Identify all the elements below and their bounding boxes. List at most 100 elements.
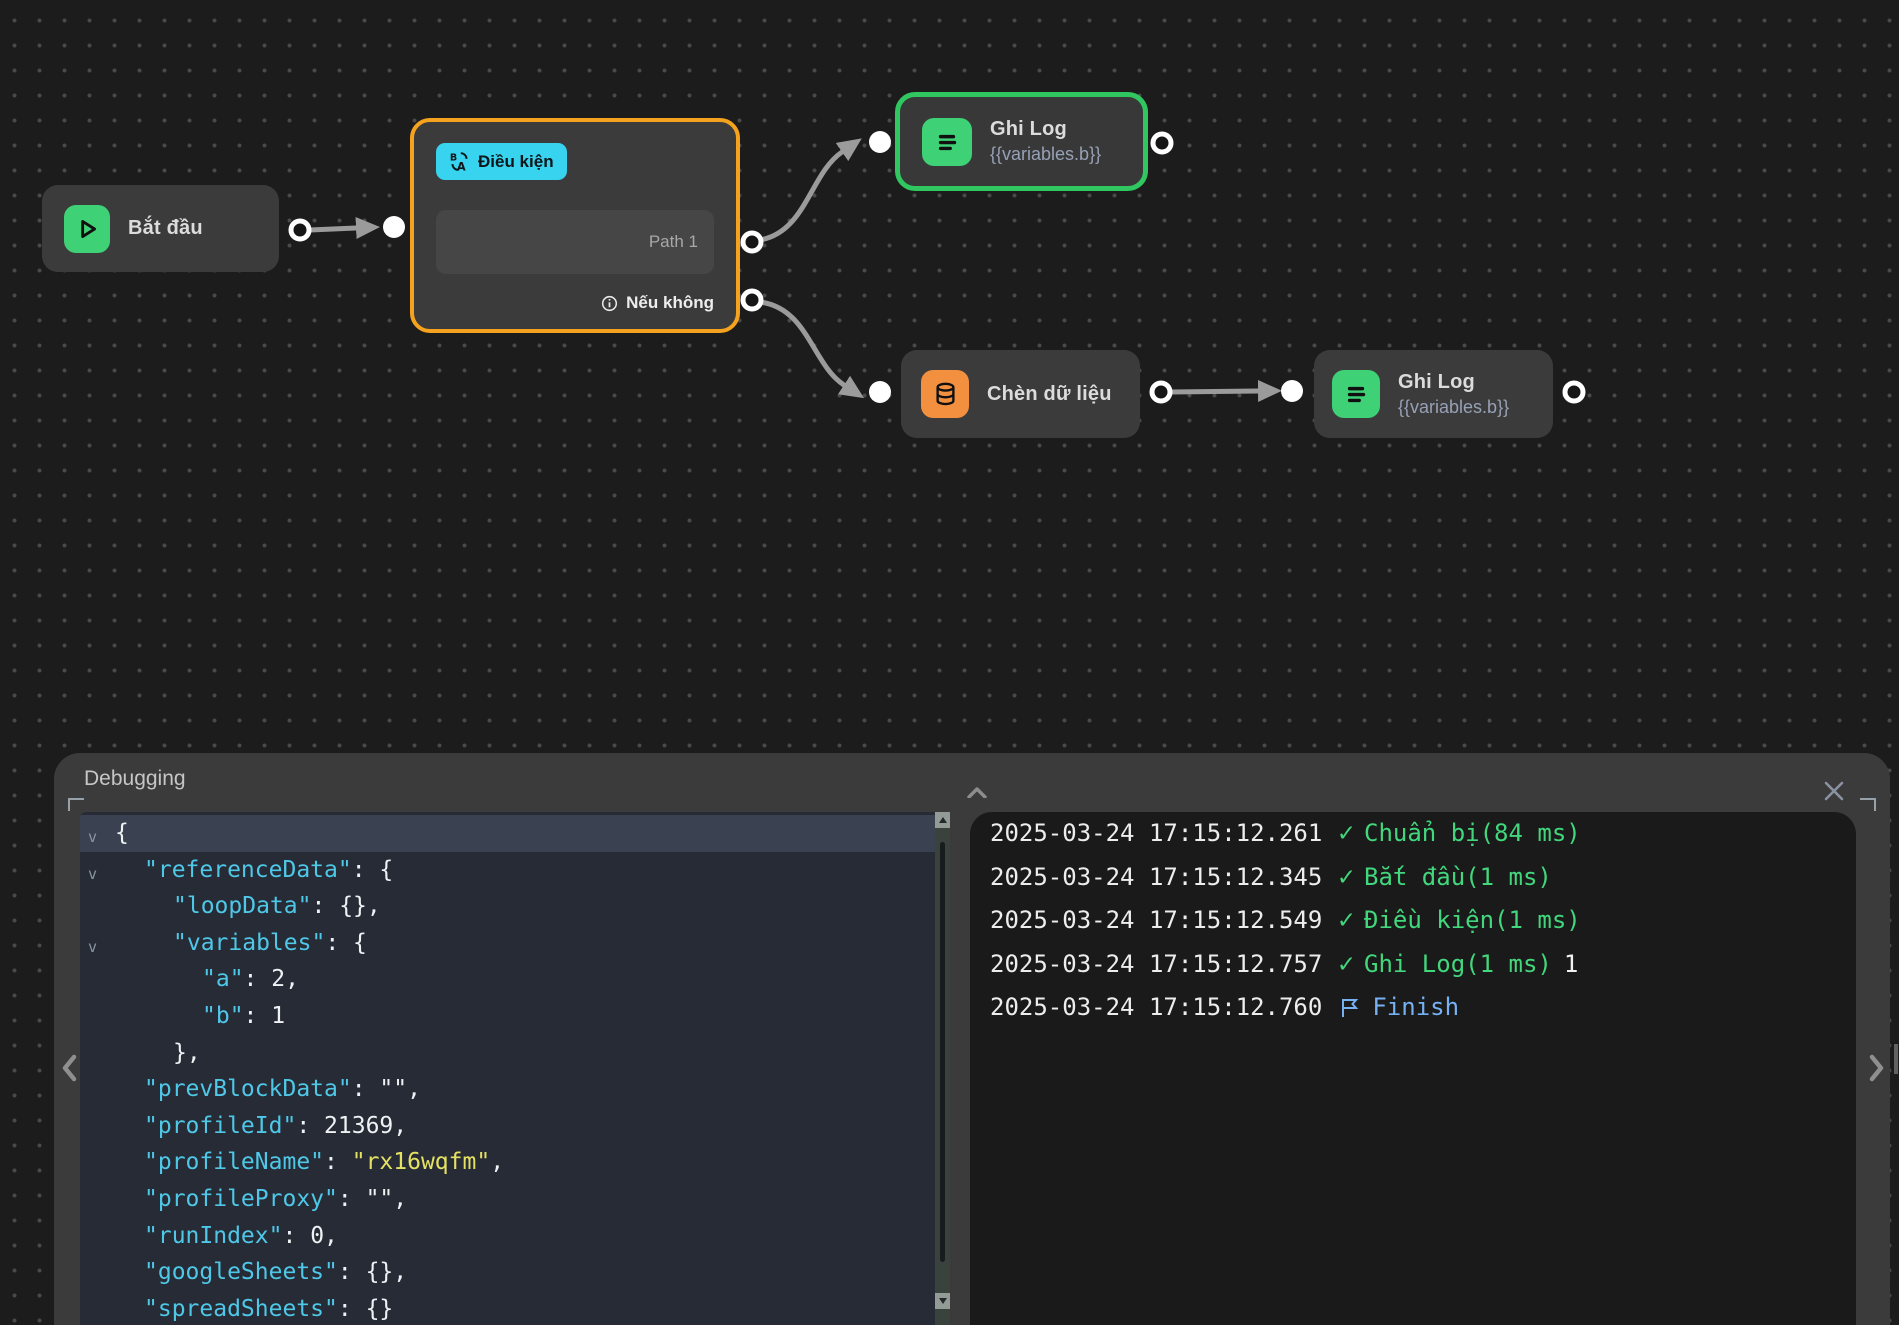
resize-corner-topleft[interactable]	[68, 798, 84, 811]
log-line: 2025-03-24 17:15:12.760 Finish	[990, 986, 1581, 1030]
run-log-viewer[interactable]: 2025-03-24 17:15:12.261✓Chuẩn bị(84 ms)2…	[970, 812, 1856, 1325]
port-condition-else-output[interactable]	[743, 291, 761, 309]
log-line: 2025-03-24 17:15:12.345 ✓Bắt đầu(1 ms)	[990, 856, 1581, 900]
collapse-arrow-icon[interactable]: v	[88, 856, 97, 893]
log-line: 2025-03-24 17:15:12.261 ✓Chuẩn bị(84 ms)	[990, 812, 1581, 856]
port-log-bottom-input[interactable]	[1281, 380, 1303, 402]
port-log-top-output[interactable]	[1153, 134, 1171, 152]
json-code: "referenceData": {	[80, 857, 393, 883]
scrollbar-thumb[interactable]	[940, 842, 945, 1262]
json-line[interactable]: "a": 2,	[80, 961, 935, 998]
json-code: "profileId": 21369,	[80, 1113, 407, 1139]
port-condition-input[interactable]	[383, 216, 405, 238]
log-timestamp: 2025-03-24 17:15:12.549	[990, 899, 1322, 943]
scrollbar-up-button[interactable]	[935, 812, 950, 828]
check-icon: ✓	[1338, 856, 1354, 900]
arrow-down-icon	[939, 1298, 947, 1304]
check-icon: ✓	[1338, 812, 1354, 856]
check-icon: ✓	[1338, 899, 1354, 943]
condition-badge[interactable]: B A Điều kiện	[436, 143, 567, 180]
window-scrollbar-thumb[interactable]	[1894, 1044, 1898, 1074]
collapse-arrow-icon[interactable]: v	[88, 819, 97, 856]
close-panel-button[interactable]	[1818, 775, 1850, 807]
node-log-top[interactable]: Ghi Log {{variables.b}}	[895, 92, 1148, 191]
log-step-label: Ghi Log(1 ms)	[1364, 943, 1552, 987]
collapse-panel-button[interactable]	[959, 779, 995, 805]
port-log-bottom-output[interactable]	[1565, 383, 1583, 401]
collapse-arrow-icon[interactable]: v	[88, 929, 97, 966]
json-line[interactable]: "profileName": "rx16wqfm",	[80, 1144, 935, 1181]
database-icon	[921, 370, 969, 418]
log-lines: 2025-03-24 17:15:12.261✓Chuẩn bị(84 ms)2…	[990, 812, 1581, 1030]
json-code: "loopData": {},	[80, 893, 381, 919]
json-line[interactable]: "googleSheets": {},	[80, 1254, 935, 1291]
close-icon	[1822, 779, 1846, 803]
condition-else-row[interactable]: Nếu không	[601, 293, 714, 313]
node-log-top-subtitle: {{variables.b}}	[990, 144, 1101, 165]
json-code: "profileName": "rx16wqfm",	[80, 1149, 504, 1175]
log-line: 2025-03-24 17:15:12.549 ✓Điều kiện(1 ms)	[990, 899, 1581, 943]
arrow-up-icon	[939, 817, 947, 823]
wire-insert-to-log	[1171, 391, 1258, 392]
resize-corner-topright[interactable]	[1860, 798, 1876, 811]
json-line[interactable]: },	[80, 1035, 935, 1072]
condition-path-row[interactable]: Path 1	[436, 210, 714, 274]
json-code: },	[80, 1040, 201, 1066]
svg-text:A: A	[457, 160, 466, 172]
condition-path-label: Path 1	[649, 232, 698, 252]
port-start-output[interactable]	[291, 221, 309, 239]
json-line[interactable]: "loopData": {},	[80, 888, 935, 925]
scrollbar-down-button[interactable]	[935, 1293, 950, 1309]
scroll-left-chevron[interactable]	[59, 1053, 81, 1083]
log-timestamp: 2025-03-24 17:15:12.345	[990, 856, 1322, 900]
port-insert-output[interactable]	[1152, 383, 1170, 401]
debug-panel: Debugging v{v"referenceData": {"loopData…	[54, 753, 1890, 1325]
node-log-top-title: Ghi Log	[990, 118, 1101, 141]
translate-icon: B A	[449, 151, 470, 172]
json-code: "a": 2,	[80, 966, 299, 992]
json-code: "googleSheets": {},	[80, 1259, 407, 1285]
json-line[interactable]: "runIndex": 0,	[80, 1218, 935, 1255]
port-condition-path1-output[interactable]	[743, 233, 761, 251]
json-line[interactable]: "b": 1	[80, 998, 935, 1035]
log-timestamp: 2025-03-24 17:15:12.261	[990, 812, 1322, 856]
json-scrollbar[interactable]	[935, 812, 950, 1325]
json-line[interactable]: "spreadSheets": {}	[80, 1291, 935, 1325]
info-icon	[601, 295, 618, 312]
json-code: "b": 1	[80, 1003, 285, 1029]
node-insert-data[interactable]: Chèn dữ liệu	[901, 350, 1140, 438]
json-code: "runIndex": 0,	[80, 1223, 338, 1249]
node-log-bottom-subtitle: {{variables.b}}	[1398, 397, 1509, 418]
node-start[interactable]: Bắt đầu	[42, 185, 279, 272]
port-log-top-input[interactable]	[869, 131, 891, 153]
json-line[interactable]: v"referenceData": {	[80, 852, 935, 889]
scroll-right-chevron[interactable]	[1865, 1053, 1887, 1083]
log-step-label: Điều kiện(1 ms)	[1364, 899, 1581, 943]
json-line[interactable]: "profileProxy": "",	[80, 1181, 935, 1218]
log-step-label: Finish	[1372, 986, 1459, 1030]
condition-badge-label: Điều kiện	[478, 152, 554, 172]
node-log-bottom-title: Ghi Log	[1398, 371, 1509, 394]
node-condition[interactable]: B A Điều kiện Path 1 Nếu không	[410, 118, 740, 333]
json-code: "spreadSheets": {}	[80, 1296, 393, 1322]
log-timestamp: 2025-03-24 17:15:12.760	[990, 986, 1322, 1030]
log-icon	[1332, 370, 1380, 418]
port-insert-input[interactable]	[869, 381, 891, 403]
node-log-bottom[interactable]: Ghi Log {{variables.b}}	[1314, 350, 1553, 438]
flag-icon	[1338, 996, 1362, 1020]
json-line[interactable]: v{	[80, 815, 935, 852]
json-line[interactable]: "profileId": 21369,	[80, 1108, 935, 1145]
log-timestamp: 2025-03-24 17:15:12.757	[990, 943, 1322, 987]
node-insert-title: Chèn dữ liệu	[987, 383, 1112, 406]
node-start-label: Bắt đầu	[128, 217, 203, 240]
log-step-label: Bắt đầu(1 ms)	[1364, 856, 1552, 900]
log-icon	[922, 118, 972, 166]
json-line[interactable]: v"variables": {	[80, 925, 935, 962]
chevron-up-icon	[967, 786, 987, 798]
check-icon: ✓	[1338, 943, 1354, 987]
json-viewer[interactable]: v{v"referenceData": {"loopData": {},v"va…	[80, 812, 935, 1325]
log-step-label: Chuẩn bị(84 ms)	[1364, 812, 1581, 856]
json-line[interactable]: "prevBlockData": "",	[80, 1071, 935, 1108]
wire-start-to-condition	[310, 228, 356, 230]
